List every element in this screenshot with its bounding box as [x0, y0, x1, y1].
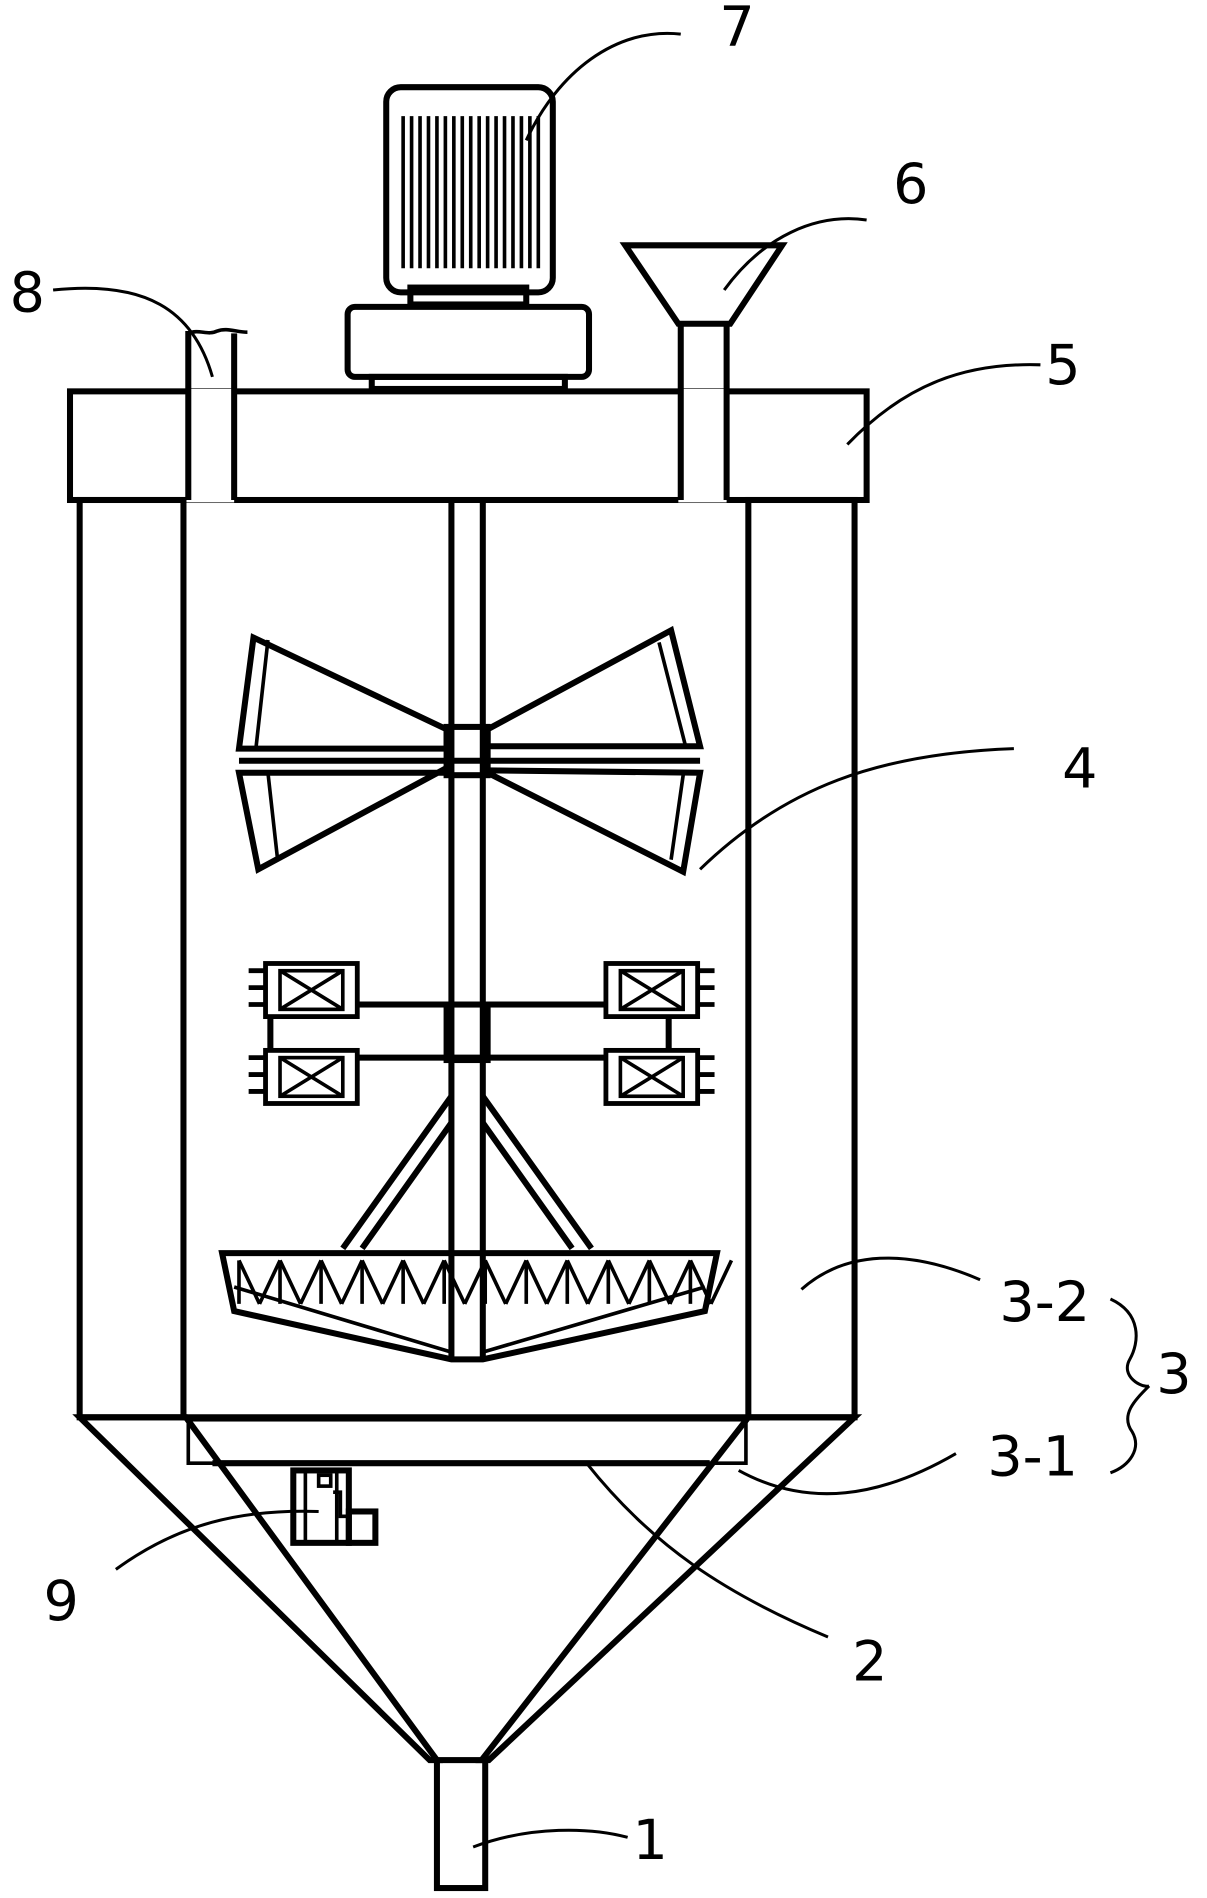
bottom-cone [72, 1414, 863, 1764]
leader-lines [52, 31, 1151, 1849]
label-3: 3 [1156, 1342, 1191, 1407]
tank-lid [66, 388, 870, 504]
label-7: 7 [719, 0, 754, 60]
tank-wall [76, 496, 858, 1421]
label-4: 4 [1062, 736, 1097, 801]
motor [344, 84, 593, 392]
label-6: 6 [893, 152, 928, 217]
label-8: 8 [10, 261, 45, 326]
scraper-impeller [218, 1094, 734, 1363]
discharge-outlet [433, 1757, 489, 1892]
agitator-shaft [448, 499, 486, 1360]
label-1: 1 [632, 1808, 667, 1873]
cross-impeller [248, 961, 715, 1106]
label-3-2: 3-2 [999, 1270, 1090, 1335]
butterfly-impeller [235, 625, 704, 877]
vent-pipe [185, 327, 248, 500]
label-3-1: 3-1 [987, 1424, 1078, 1489]
feed-funnel [619, 242, 788, 500]
filter-screen [186, 1417, 748, 1467]
label-9: 9 [43, 1569, 78, 1634]
sensor [290, 1467, 379, 1546]
label-2: 2 [852, 1629, 887, 1694]
label-5: 5 [1045, 333, 1080, 398]
